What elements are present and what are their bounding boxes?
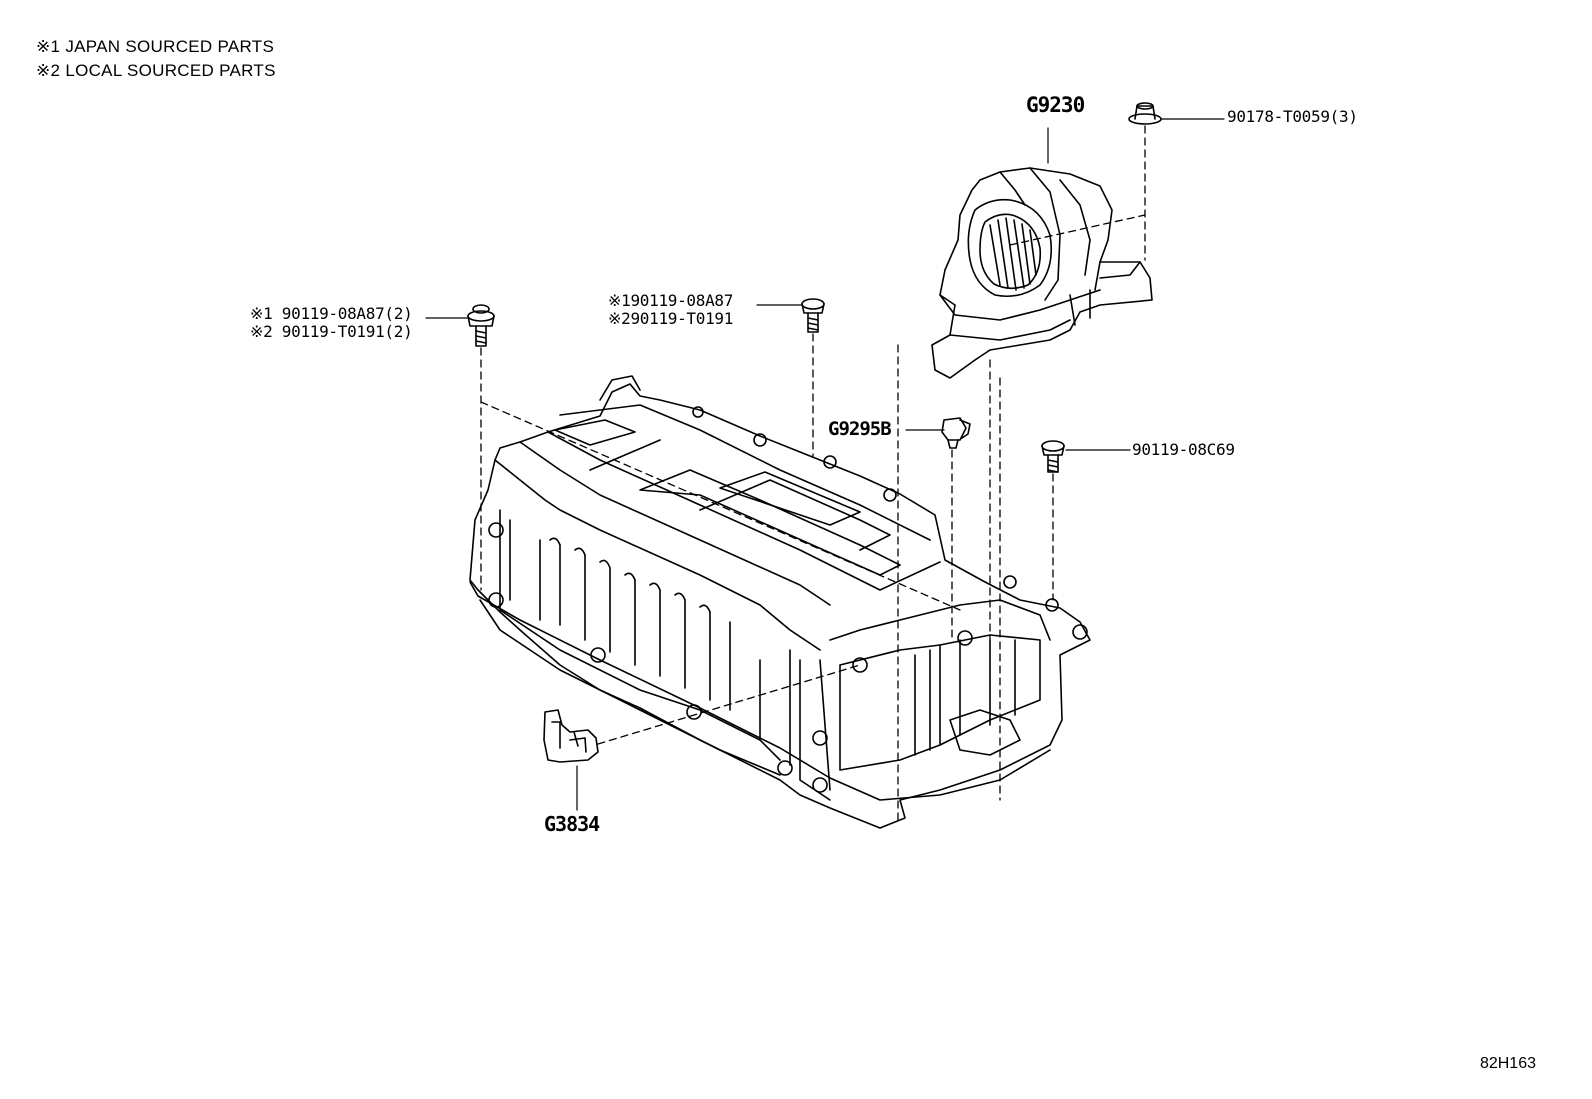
- callout-bolt-left-local: ※2 90119-T0191(2): [250, 322, 413, 341]
- bolt-right-icon: [1041, 440, 1065, 473]
- diagram-reference-code: 82H163: [1479, 1055, 1536, 1072]
- callout-bolt-left-japan: ※1 90119-08A87(2): [250, 304, 413, 323]
- temperature-sensor-icon: [941, 417, 971, 449]
- callout-bolt-mid-japan: ※190119-08A87: [608, 291, 734, 310]
- leader-lines: [425, 118, 1225, 811]
- note-japan-sourced: ※1 JAPAN SOURCED PARTS: [36, 37, 275, 56]
- note-local-sourced: ※2 LOCAL SOURCED PARTS: [36, 61, 276, 80]
- nut-icon: [1128, 102, 1162, 125]
- callout-nut: 90178-T0059(3): [1227, 107, 1358, 126]
- guide-lines: [480, 125, 1146, 826]
- callout-bolt-right: 90119-08C69: [1132, 440, 1235, 459]
- bolt-left-icon: [467, 304, 495, 347]
- callout-bolt-mid-local: ※290119-T0191: [608, 309, 734, 328]
- bolt-middle-icon: [801, 298, 825, 333]
- callout-blower: G9230: [1026, 93, 1085, 117]
- blower-assembly: [931, 167, 1153, 379]
- callout-bracket: G3834: [544, 812, 600, 836]
- callout-sensor: G9295B: [828, 418, 892, 440]
- bracket-icon: [543, 709, 599, 763]
- battery-assembly: [469, 375, 1091, 829]
